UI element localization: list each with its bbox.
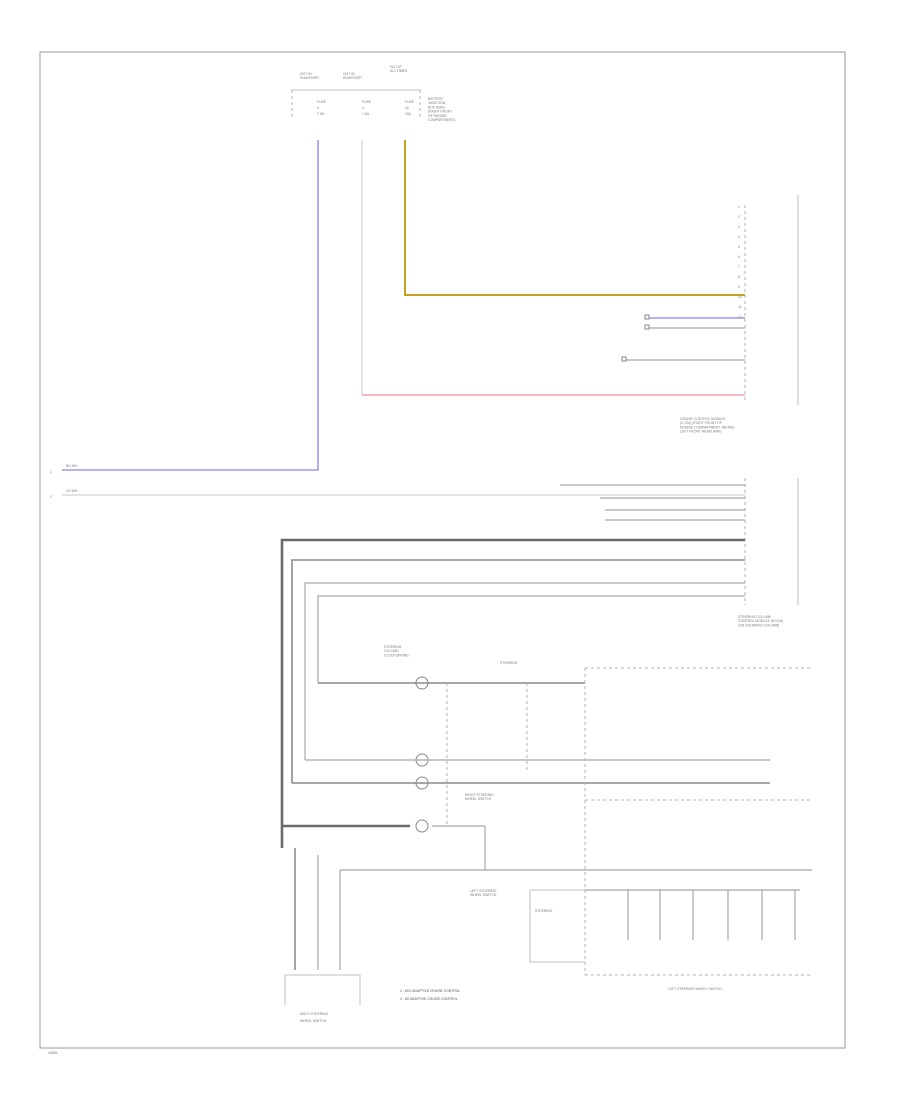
pin-label: 2 [738,215,740,219]
fuse-2-name: FUSE [362,100,372,104]
gray-terminal-label: GY-WH [66,489,78,493]
harness-wire-3 [304,582,745,760]
fuse-1-rating: 7.5A [317,112,325,116]
bottom-connector-sublabel: WHEEL SWITCH [300,1019,327,1023]
terminal-marker-2: 2 [50,495,52,499]
steering-wheel-switch-header: STEERING [500,661,518,665]
fuse-3-name: FUSE [405,100,415,104]
fuse-1-name: FUSE [317,100,327,104]
fuse-3-number: 16 [405,106,409,110]
terminal-marker-1: 1 [50,470,52,474]
legend: 1 : W/O ADAPTIVE CRUISE CONTROL 2 : W/ A… [400,989,460,1001]
legend-item-2: 2 : W/ ADAPTIVE CRUISE CONTROL [400,997,458,1001]
power-wires: BU-WH GY-WH 1 2 [50,140,745,499]
left-wheel-switch-label: LEFT STEERING WHEEL SWITCH [668,987,722,991]
pin-label: 11 [738,305,742,309]
blue-terminal-label: BU-WH [66,464,78,468]
pin-label: 5 [738,245,740,249]
fuse-2-number: 4 [362,106,364,110]
pin-label: 6 [738,255,740,259]
pin-label: 9 [738,285,740,289]
lower-harness: STEERING MULTI STEERING WHEEL SWITCH LEF… [284,848,812,1023]
pin-label: 7 [738,265,740,269]
pin-label: 4 [738,235,740,239]
pin-label: 12 [738,315,742,319]
harness-wire-4 [317,595,745,683]
steering-wheel-inner-label: STEERING [535,909,553,913]
fuse-2-rating: 7.5A [362,112,370,116]
footer-code: 44836 [48,1051,58,1055]
pin-label: 1 [738,205,740,209]
diagram-frame [39,51,846,1049]
connector-d [415,819,429,833]
fuse-1-number: 5 [317,106,319,110]
cruise-control-module: CRUISE CONTROL MODULE(C-CM) (RIGHT FRONT… [621,195,799,434]
fuse-3-rating: 15A [405,112,412,116]
harness-wire-2 [291,559,745,783]
pin-label: 3 [738,225,740,229]
pin-label: 8 [738,275,740,279]
tan-wire [404,140,745,296]
legend-item-1: 1 : W/O ADAPTIVE CRUISE CONTROL [400,989,460,993]
bottom-connector-label: MULTI STEERING [300,1012,329,1016]
cruise-control-module-label: CRUISE CONTROL MODULE(C-CM) (RIGHT FRONT… [680,417,735,434]
harness-wire-1 [280,538,745,848]
blue-wire [62,140,319,471]
pin-label: 10 [738,295,742,299]
